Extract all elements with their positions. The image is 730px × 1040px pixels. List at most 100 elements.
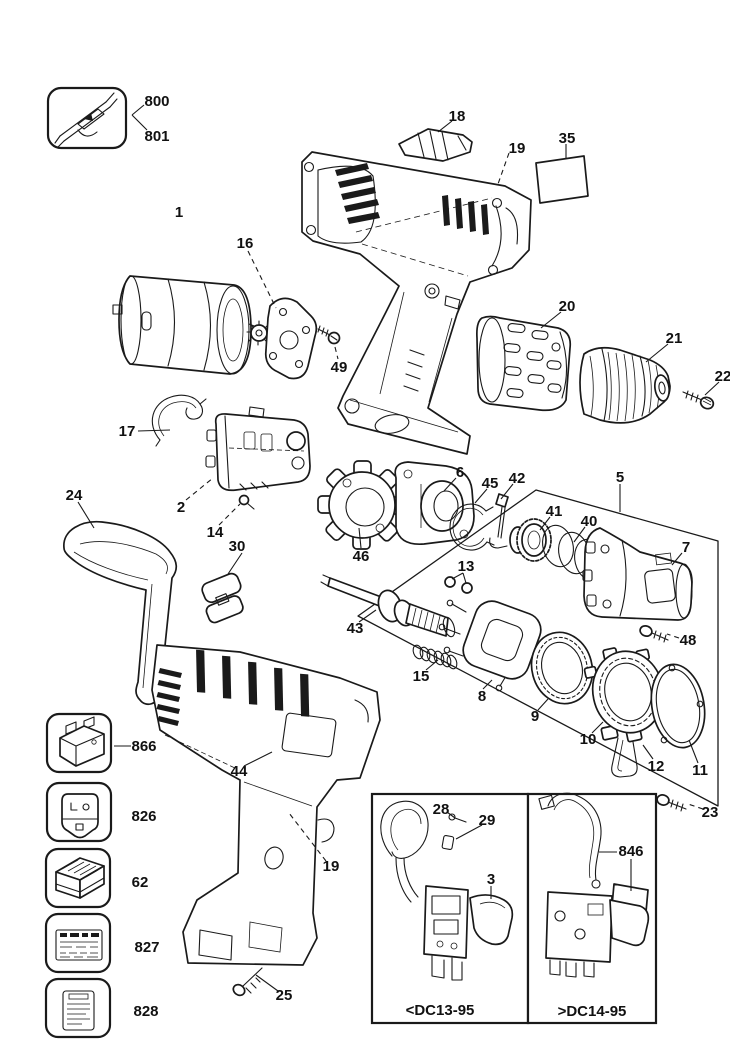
callout-866: 866 <box>131 738 156 755</box>
callout-43: 43 <box>347 620 364 637</box>
label-sticker-35 <box>535 155 589 204</box>
screw-14 <box>238 494 255 510</box>
callout-49: 49 <box>331 359 348 376</box>
gearbox-2 <box>205 406 311 492</box>
screw-22 <box>682 390 715 410</box>
callout-13: 13 <box>458 558 475 575</box>
callout-21: 21 <box>666 330 683 347</box>
callout-12: 12 <box>648 758 665 775</box>
callout-14: 14 <box>207 524 224 541</box>
retaining-ring-45 <box>449 503 495 551</box>
clutch-assembly-boundary <box>357 489 719 807</box>
lower-housing-half <box>151 644 381 966</box>
screw-28 <box>448 813 467 823</box>
callout-5: 5 <box>616 469 624 486</box>
inset-dc14 <box>526 792 658 1025</box>
screw-48 <box>639 625 669 643</box>
callout-826: 826 <box>131 808 156 825</box>
gearcase-7 <box>582 527 693 621</box>
upper-housing-half <box>301 151 532 455</box>
callout-44: 44 <box>231 763 248 780</box>
callout-801: 801 <box>144 128 169 145</box>
wire-clip-17 <box>151 394 207 447</box>
screwdriver-bit-box <box>46 86 128 150</box>
callout-17: 17 <box>119 423 136 440</box>
callout-8: 8 <box>478 688 486 705</box>
callout-827: 827 <box>134 939 159 956</box>
accessory-nameplate-box <box>44 912 112 974</box>
callout-7: 7 <box>682 539 690 556</box>
callout-29: 29 <box>479 812 496 829</box>
callout-labels: 800 801 1 18 19 3 5 16 49 20 21 22 17 2 1… <box>66 93 730 1020</box>
coil-spring-15 <box>412 644 458 670</box>
callout-22: 22 <box>715 368 730 385</box>
dc13-trigger-assembly <box>380 800 514 981</box>
clutch-collar-20 <box>476 315 572 412</box>
nameplate-label-icon <box>55 929 103 961</box>
kit-box-icon <box>55 857 105 899</box>
callout-19-bottom: 19 <box>323 858 340 875</box>
callout-828: 828 <box>133 1003 158 1020</box>
callout-25: 25 <box>276 987 293 1004</box>
callout-6: 6 <box>456 464 464 481</box>
charger-plug-icon <box>61 793 99 839</box>
collar-slots <box>503 323 562 398</box>
trigger-3 <box>469 894 514 946</box>
dc14-switch-assembly <box>538 792 650 978</box>
variant-caption-dc14: >DC14-95 <box>558 1003 627 1020</box>
toothed-ring-9 <box>530 631 594 705</box>
switch-cavity-slats <box>442 195 489 235</box>
bearing-plate-16 <box>264 297 318 380</box>
accessory-warnlabel-box <box>44 977 112 1039</box>
callout-62: 62 <box>132 874 149 891</box>
cap-part-18 <box>398 128 473 162</box>
spindle-43 <box>320 574 456 638</box>
clip-29 <box>441 834 455 850</box>
steel-balls-13 <box>444 576 473 594</box>
callout-15: 15 <box>413 668 430 685</box>
screw-49 <box>317 325 341 345</box>
side-grip-24 <box>63 520 178 706</box>
accessory-charger-box <box>45 781 113 843</box>
battery-pack-icon <box>59 716 105 767</box>
callout-16: 16 <box>237 235 254 252</box>
spur-gear-46 <box>317 460 407 550</box>
leader-lines <box>77 104 720 992</box>
handle-ribs <box>403 349 425 392</box>
callout-45: 45 <box>482 475 499 492</box>
motor-cavity-ribs <box>335 163 380 224</box>
slider-button-30 <box>201 572 244 624</box>
warning-label-icon <box>62 990 95 1031</box>
callout-2: 2 <box>177 499 185 516</box>
motor-drawing <box>112 275 272 375</box>
callout-20: 20 <box>559 298 576 315</box>
callout-23: 23 <box>702 804 719 821</box>
callout-24: 24 <box>66 487 83 504</box>
vent-slots <box>156 668 182 726</box>
planet-carrier-6 <box>394 461 475 546</box>
screw-23 <box>656 794 687 812</box>
pin-plate-8 <box>438 599 542 692</box>
callout-9: 9 <box>531 708 539 725</box>
accessory-battery-box <box>45 712 113 774</box>
lower-housing-ribs <box>196 649 310 717</box>
callout-40: 40 <box>581 513 598 530</box>
callout-18: 18 <box>449 108 466 125</box>
shift-lever-42 <box>489 493 509 549</box>
screw-25 <box>232 967 263 997</box>
callout-10: 10 <box>580 731 597 748</box>
variant-caption-dc13: <DC13-95 <box>406 1002 475 1019</box>
callout-846: 846 <box>618 843 643 860</box>
clutch-gear-41 <box>509 518 552 562</box>
callout-42: 42 <box>509 470 526 487</box>
callout-800: 800 <box>144 93 169 110</box>
inset-dc13 <box>370 792 530 1025</box>
screwdriver-bit-icon <box>54 92 118 148</box>
callout-1: 1 <box>175 204 183 221</box>
callout-30: 30 <box>229 538 246 555</box>
callout-19-top: 19 <box>509 140 526 157</box>
chuck-knurling <box>589 351 660 422</box>
callout-3: 3 <box>487 871 495 888</box>
